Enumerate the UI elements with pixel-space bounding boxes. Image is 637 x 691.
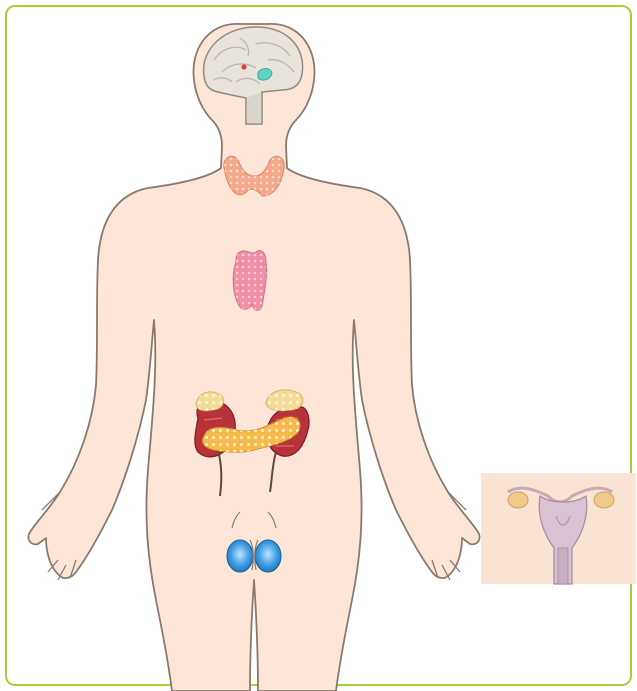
thymus-icon [233,250,266,310]
hypothalamus-icon [241,64,246,69]
ovaries-uterus-inset [481,473,636,584]
